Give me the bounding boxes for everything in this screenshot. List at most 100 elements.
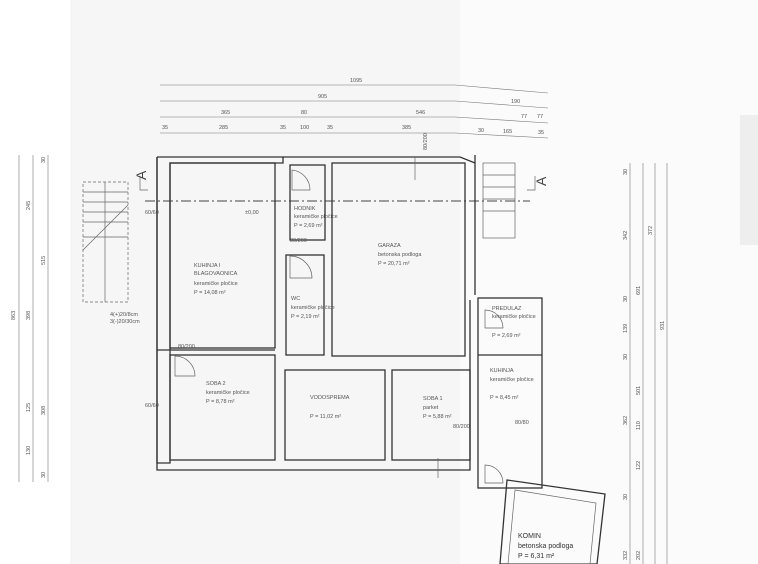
room-name: WC [291,296,300,302]
room-vodosprema: VODOSPREMA P = 11,02 m² [310,395,350,420]
room-floor: keramičke pločice [194,281,238,287]
room-name: KOMIN [518,533,541,540]
room-name: SOBA 1 [423,396,443,402]
left-stairs: 4(+)20/8cm 3(-)20/30cm [82,181,140,325]
dim-label: 30 [478,128,484,134]
room-floor: parket [423,405,439,411]
dim-label: 100 [300,125,309,131]
door-swing [291,169,311,191]
room-name: PREDULAZ [492,306,522,312]
dim-label: 691 [636,286,642,295]
room-garaza: GARAZA betonska podloga P = 20,71 m² [378,243,422,267]
dim-label: 342 [623,231,629,240]
paper-edge [740,115,758,245]
dim-label: 77 [537,114,543,120]
dim-total-width: 1095 [350,78,362,84]
room-name: VODOSPREMA [310,395,350,401]
room-area: P = 6,31 m² [518,553,555,560]
dim-label: 245 [26,201,32,210]
doors [174,157,504,484]
room-area: P = 20,71 m² [378,261,410,267]
room-hodnik: HODNIK keramičke pločice P = 2,69 m² [294,206,338,229]
room-area: P = 2,19 m² [291,314,320,320]
opening-label: 60/60 [145,403,159,409]
dim-label: 122 [636,461,642,470]
room-floor: keramičke pločice [206,390,250,396]
dim-label: 362 [623,416,629,425]
walls [156,155,606,564]
room-area: P = 8,45 m² [490,395,519,401]
dim-label: 385 [402,125,411,131]
room-area: P = 14,08 m² [194,290,226,296]
opening-label: 80/80 [515,420,529,426]
dim-label: 30 [41,472,47,478]
opening-label: 80/200 [453,424,470,430]
section-marker-left: A [133,170,149,180]
stairs-label: 3(-)20/30cm [110,319,140,325]
room-soba-2: SOBA 2 keramičke pločice P = 8,78 m² [206,381,250,405]
dim-label: 30 [623,296,629,302]
room-kuhinja: KUHINJA keramičke pločice P = 8,45 m² [490,368,534,401]
dim-label: 372 [648,226,654,235]
dim-label: 35 [538,130,544,136]
dim-label: 139 [623,324,629,333]
level-mark: ±0,00 [245,210,259,216]
room-floor: keramičke pločice [294,214,338,220]
dim-label: 546 [416,110,425,116]
room-name: GARAZA [378,243,401,249]
room-area: P = 8,78 m² [206,399,235,405]
paper-sheet-right [460,0,758,564]
dim-label: 365 [221,110,230,116]
dim-label: 202 [636,551,642,560]
room-name: SOBA 2 [206,381,226,387]
room-name: BLAGOVAONICA [194,271,238,277]
room-area: P = 5,88 m² [423,414,452,420]
section-marker-right: A [533,176,549,186]
room-wc: WC keramičke pločice P = 2,19 m² [291,296,335,320]
opening-label: 60/60 [145,210,159,216]
room-floor: keramičke pločice [492,314,536,320]
dim-label: 80 [301,110,307,116]
room-name: KUHINJA I [194,263,221,269]
dim-label: 77 [521,114,527,120]
dim-label: 931 [660,321,666,330]
right-stairs [482,162,516,239]
dim-label: 35 [162,125,168,131]
opening-label: 80/200 [423,133,429,150]
room-area: P = 11,02 m² [310,414,341,420]
dim-label: 30 [623,354,629,360]
door-swing [484,464,504,484]
top-dimensions: 1095 905 190 365 80 546 77 77 35 285 35 … [160,78,549,139]
dim-label: 285 [219,125,228,131]
left-dimensions: 863 245 398 130 515 125 308 30 30 [11,155,49,482]
dim-label: 501 [636,386,642,395]
dim-label: 308 [41,406,47,415]
room-name: KUHINJA [490,368,514,374]
room-predulaz: PREDULAZ keramičke pločice P = 2,69 m² [492,306,536,339]
door-swing [484,309,504,329]
dim-label: 30 [41,157,47,163]
dim-label: 190 [511,99,520,105]
dim-label: 165 [503,129,512,135]
dim-label: 35 [280,125,286,131]
room-soba-1: SOBA 1 parket P = 5,88 m² [423,396,452,420]
opening-label: 80/200 [290,238,307,244]
room-name: HODNIK [294,206,316,212]
dim-label: 863 [11,311,17,320]
dim-label: 125 [26,403,32,412]
room-floor: betonska podloga [518,543,573,550]
dim-label: 35 [327,125,333,131]
room-floor: keramičke pločice [291,305,335,311]
dim-label: 130 [26,446,32,455]
opening-label: 80/200 [178,344,195,350]
dim-label: 332 [623,551,629,560]
dim-label: 515 [41,256,47,265]
right-dimensions: 30 342 30 139 30 362 122 691 372 501 110… [623,163,668,564]
section-arrow [527,176,536,191]
dim-label: 398 [26,311,32,320]
room-floor: betonska podloga [378,252,422,258]
room-floor: keramičke pločice [490,377,534,383]
door-swing [289,255,313,279]
room-area: P = 2,69 m² [294,223,323,229]
